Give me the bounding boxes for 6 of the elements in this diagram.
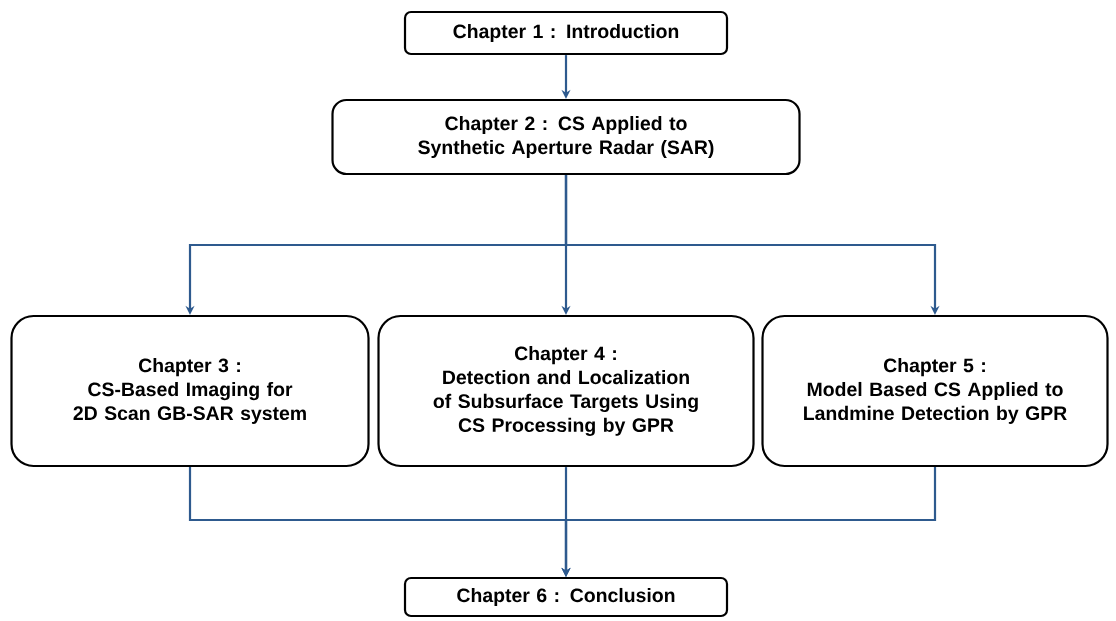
chapter-box: Chapter 5 : Model Based CS Applied to Landmine Detection by GPR — [761, 314, 1109, 468]
chapter-box: Chapter 1 : Introduction — [403, 10, 729, 56]
chapter-box: Chapter 3 : CS-Based Imaging for 2D Scan GB-SAR system — [10, 314, 370, 468]
chapter-box: Chapter 4 : Detection and Localization of Subsurface Targets Using CS Processing by GPR — [377, 314, 755, 468]
chapter-box: Chapter 2 : CS Applied to Synthetic Aperture Radar (SAR) — [331, 98, 801, 176]
chapter-box: Chapter 6 : Conclusion — [403, 576, 729, 618]
